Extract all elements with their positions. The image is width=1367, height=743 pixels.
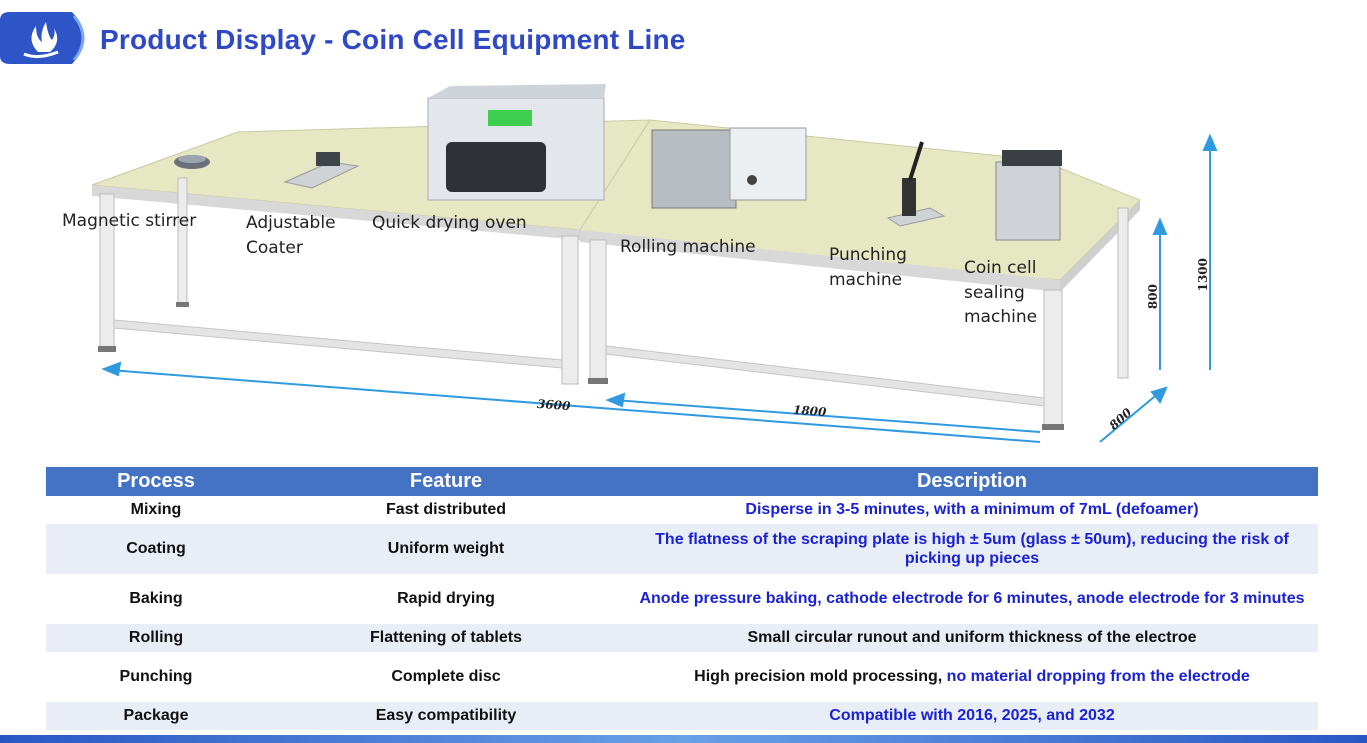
- cell-process: Punching: [46, 652, 266, 702]
- table-row: Coating Uniform weight The flatness of t…: [46, 524, 1318, 574]
- dimension-height-1300: 1300: [1196, 258, 1210, 292]
- cell-feature: Rapid drying: [266, 574, 626, 624]
- cell-process: Coating: [46, 524, 266, 574]
- cell-description: Anode pressure baking, cathode electrode…: [626, 574, 1318, 624]
- bottom-accent-bar: [0, 735, 1367, 743]
- table-row: Package Easy compatibility Compatible wi…: [46, 702, 1318, 730]
- label-quick-drying-oven: Quick drying oven: [372, 213, 527, 233]
- cell-feature: Flattening of tablets: [266, 624, 626, 652]
- process-table: Process Feature Description Mixing Fast …: [46, 467, 1318, 730]
- coin-cell-sealing-machine-device: [995, 150, 1062, 241]
- cell-process: Rolling: [46, 624, 266, 652]
- table-row: Mixing Fast distributed Disperse in 3-5 …: [46, 496, 1318, 524]
- dimension-1800: 1800: [792, 402, 827, 420]
- magnetic-stirrer-device: [174, 155, 210, 169]
- cell-feature: Uniform weight: [266, 524, 626, 574]
- cell-feature: Complete disc: [266, 652, 626, 702]
- rolling-machine-device: [651, 127, 807, 209]
- cell-description: Disperse in 3-5 minutes, with a minimum …: [626, 496, 1318, 524]
- dimension-arrows: [101, 133, 1218, 443]
- page-title: Product Display - Coin Cell Equipment Li…: [100, 24, 686, 55]
- header-process: Process: [46, 467, 266, 496]
- label-punching-machine: Punching machine: [829, 245, 907, 290]
- adjustable-coater-device: [283, 152, 360, 189]
- equipment-line-illustration: [91, 84, 1218, 443]
- label-rolling-machine: Rolling machine: [620, 237, 756, 257]
- punching-machine-device: [886, 141, 946, 227]
- table-row: Punching Complete disc High precision mo…: [46, 652, 1318, 702]
- description-black-part: High precision mold processing,: [694, 668, 943, 686]
- flame-logo-icon: [0, 12, 85, 64]
- cell-description: High precision mold processing, no mater…: [626, 652, 1318, 702]
- description-blue-part: no material dropping from the electrode: [942, 668, 1250, 686]
- label-magnetic-stirrer: Magnetic stirrer: [62, 211, 197, 231]
- cell-feature: Fast distributed: [266, 496, 626, 524]
- table-header-row: Process Feature Description: [46, 467, 1318, 496]
- cell-process: Package: [46, 702, 266, 730]
- header-feature: Feature: [266, 467, 626, 496]
- cell-description: The flatness of the scraping plate is hi…: [626, 524, 1318, 574]
- dimension-height-800: 800: [1146, 284, 1160, 310]
- cell-process: Mixing: [46, 496, 266, 524]
- table-row: Rolling Flattening of tablets Small circ…: [46, 624, 1318, 652]
- cell-feature: Easy compatibility: [266, 702, 626, 730]
- label-coin-cell-sealing-machine: Coin cell sealing machine: [964, 258, 1038, 328]
- table-row: Baking Rapid drying Anode pressure bakin…: [46, 574, 1318, 624]
- quick-drying-oven-device: [427, 84, 606, 201]
- dimension-3600: 3600: [536, 396, 571, 414]
- right-table: [579, 119, 1141, 430]
- label-adjustable-coater: Adjustable Coater: [246, 213, 336, 258]
- cell-description: Compatible with 2016, 2025, and 2032: [626, 702, 1318, 730]
- cell-process: Baking: [46, 574, 266, 624]
- cell-description: Small circular runout and uniform thickn…: [626, 624, 1318, 652]
- header-description: Description: [626, 467, 1318, 496]
